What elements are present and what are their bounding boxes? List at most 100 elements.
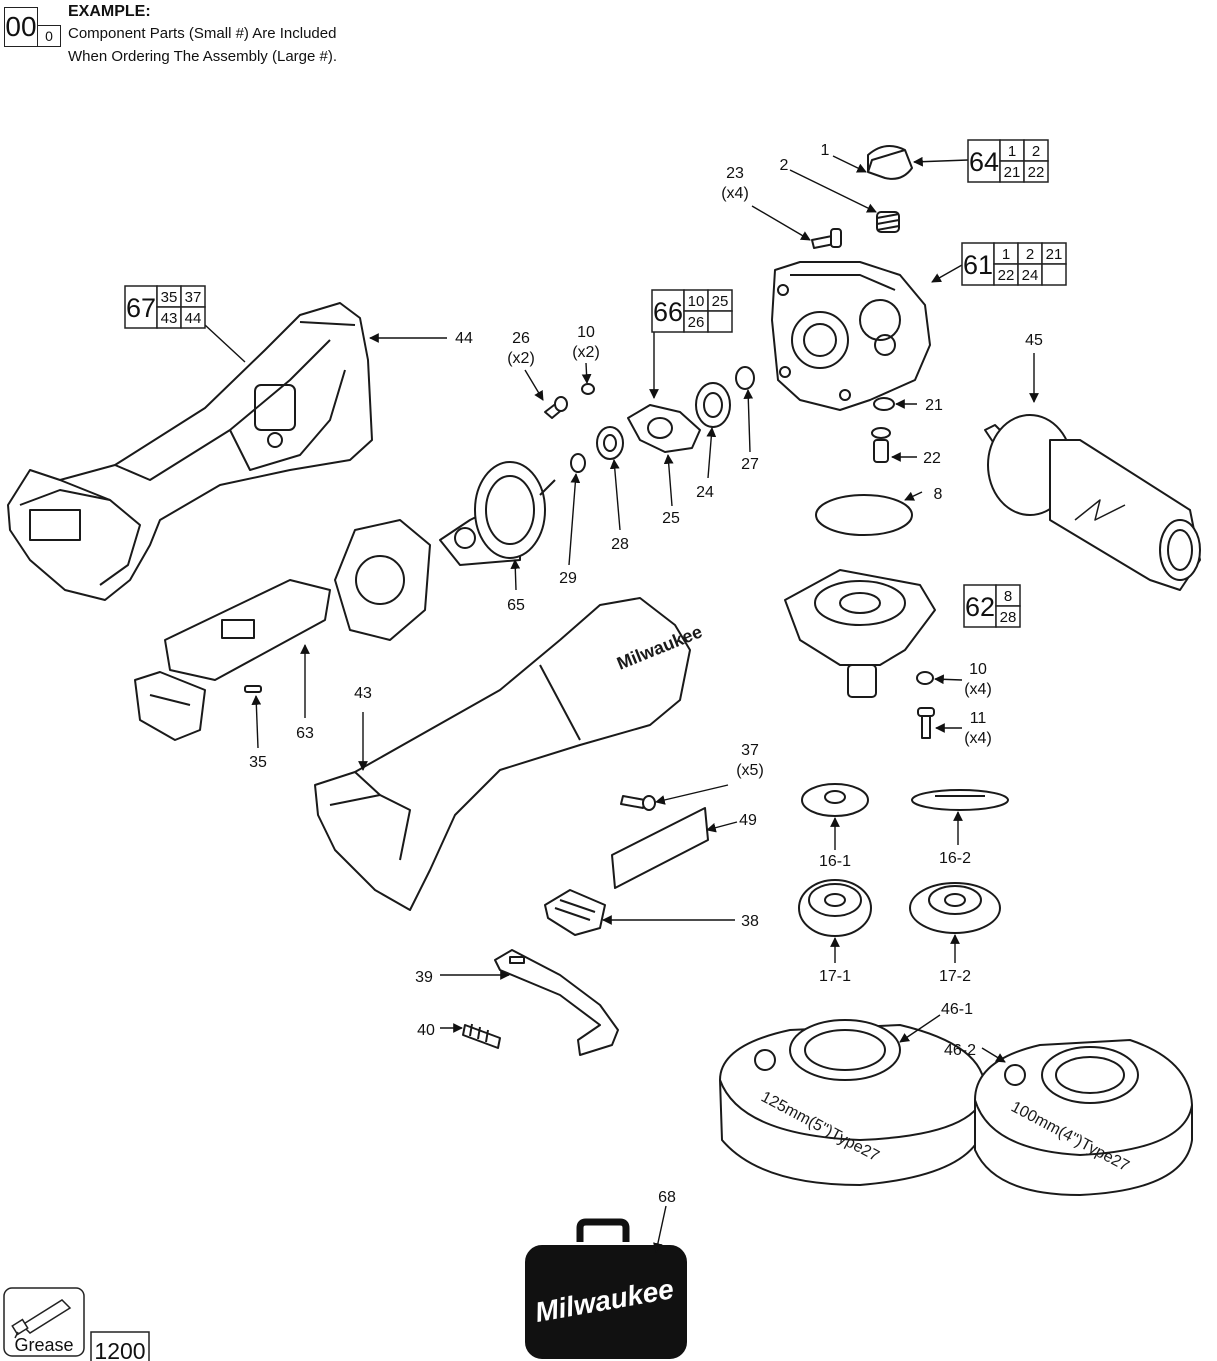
assembly-61-component: 21 — [1046, 246, 1063, 263]
flange-part-16-2 — [911, 789, 1009, 811]
spring-part-2 — [876, 211, 900, 233]
grease-number: 1200 — [94, 1338, 145, 1361]
leader-lines — [204, 155, 1039, 1253]
leader-27 — [743, 389, 754, 453]
part-label-1: 1 — [821, 142, 830, 159]
leader-1 — [832, 155, 867, 173]
part-label-24: 24 — [696, 484, 714, 501]
part-label-46-1: 46-1 — [941, 1001, 973, 1018]
part-label-21: 21 — [925, 397, 943, 414]
assembly-number-61: 61 — [963, 250, 993, 280]
grease-label: Grease — [14, 1335, 73, 1355]
part-label-2: 2 — [780, 157, 789, 174]
assembly-61-component: 2 — [1026, 246, 1034, 263]
part-label-16-2: 16-2 — [939, 850, 971, 867]
side-handle-part-45 — [984, 414, 1201, 591]
guard-part-46-2: 100mm(4")Type27 — [974, 1039, 1193, 1196]
cap-part-1 — [867, 145, 913, 180]
spring-part-40 — [462, 1023, 501, 1049]
leader-46-2 — [981, 1047, 1006, 1063]
assembly-66-component: 25 — [712, 293, 729, 310]
part-label-10b: 10 — [969, 661, 987, 678]
part-label-17-2: 17-2 — [939, 968, 971, 985]
part-label-68: 68 — [658, 1189, 676, 1206]
screw-part-23 — [811, 228, 842, 249]
part-label-35: 35 — [249, 754, 267, 771]
rear-housing-part-67 — [7, 302, 373, 601]
assembly-64-component: 2 — [1032, 143, 1040, 160]
grease-reference: Grease 1200 — [3, 1287, 150, 1361]
part-label-8: 8 — [934, 486, 943, 503]
part-label-38: 38 — [741, 913, 759, 930]
assembly-64-component: 22 — [1028, 164, 1045, 181]
leader-35 — [251, 695, 262, 749]
legend-line-2: When Ordering The Assembly (Large #). — [68, 48, 338, 65]
leader-10b — [934, 674, 963, 685]
flange-nut-part-17-1 — [798, 879, 872, 937]
guard-part-46-1: 125mm(5")Type27 — [719, 1019, 986, 1186]
part-label-39: 39 — [415, 969, 433, 986]
screw-part-11 — [917, 707, 935, 739]
part-label-49: 49 — [739, 812, 757, 829]
part-label-11: 11 — [970, 710, 987, 727]
washer-part-29 — [570, 453, 586, 473]
o-ring-part-8 — [815, 494, 913, 536]
part-label-37: 37 — [741, 742, 759, 759]
part-qty-11: (x4) — [964, 730, 992, 747]
part-label-23: 23 — [726, 165, 744, 182]
assembly-64-component: 1 — [1008, 143, 1016, 160]
part-label-63: 63 — [296, 725, 314, 742]
rotor-part-65 — [439, 461, 556, 566]
part-label-65: 65 — [507, 597, 525, 614]
screw-part-35 — [244, 685, 262, 693]
flange-part-16-1 — [801, 783, 869, 817]
assembly-67-component: 35 — [161, 289, 178, 306]
leader-23 — [751, 205, 811, 241]
leader-67 — [204, 324, 246, 363]
part-label-25: 25 — [662, 510, 680, 527]
leader-8 — [904, 491, 923, 501]
part-label-28: 28 — [611, 536, 629, 553]
nut-part-27 — [735, 366, 755, 390]
part-label-26: 26 — [512, 330, 530, 347]
bearing-part-24 — [695, 382, 731, 428]
part-label-40: 40 — [417, 1022, 435, 1039]
grease-number-box — [90, 1331, 150, 1361]
electronics-part-63 — [164, 579, 331, 681]
assembly-number-67: 67 — [126, 293, 156, 323]
assembly-64-component: 21 — [1004, 164, 1021, 181]
part-label-22: 22 — [923, 450, 941, 467]
part-qty-10a: (x2) — [572, 344, 600, 361]
leader-10a — [581, 362, 592, 384]
leader-29 — [568, 473, 581, 566]
part-label-29: 29 — [559, 570, 577, 587]
assembly-66-component: 10 — [688, 293, 705, 310]
assembly-61-component: 24 — [1022, 267, 1039, 284]
battery-terminal-part — [134, 671, 206, 741]
leader-37 — [655, 784, 729, 805]
leader-26 — [524, 369, 544, 401]
part-label-10a: 10 — [577, 324, 595, 341]
gear-case-part-61 — [771, 261, 931, 411]
stator-part — [334, 519, 431, 641]
leader-49 — [706, 821, 738, 833]
legend-assembly-box: 00 — [4, 7, 38, 47]
lever-part-39 — [494, 949, 619, 1056]
leader-65 — [510, 559, 521, 591]
part-label-44: 44 — [455, 330, 473, 347]
washer-part-10b — [916, 671, 934, 685]
label-part-49 — [611, 807, 709, 889]
bearing-holder-part-66 — [627, 404, 701, 453]
leader-24 — [706, 427, 717, 479]
assembly-number-66: 66 — [653, 297, 683, 327]
assembly-number-64: 64 — [969, 147, 999, 177]
part-label-46-2: 46-2 — [944, 1042, 976, 1059]
ordering-legend: 00 0 EXAMPLE: Component Parts (Small #) … — [4, 3, 424, 65]
